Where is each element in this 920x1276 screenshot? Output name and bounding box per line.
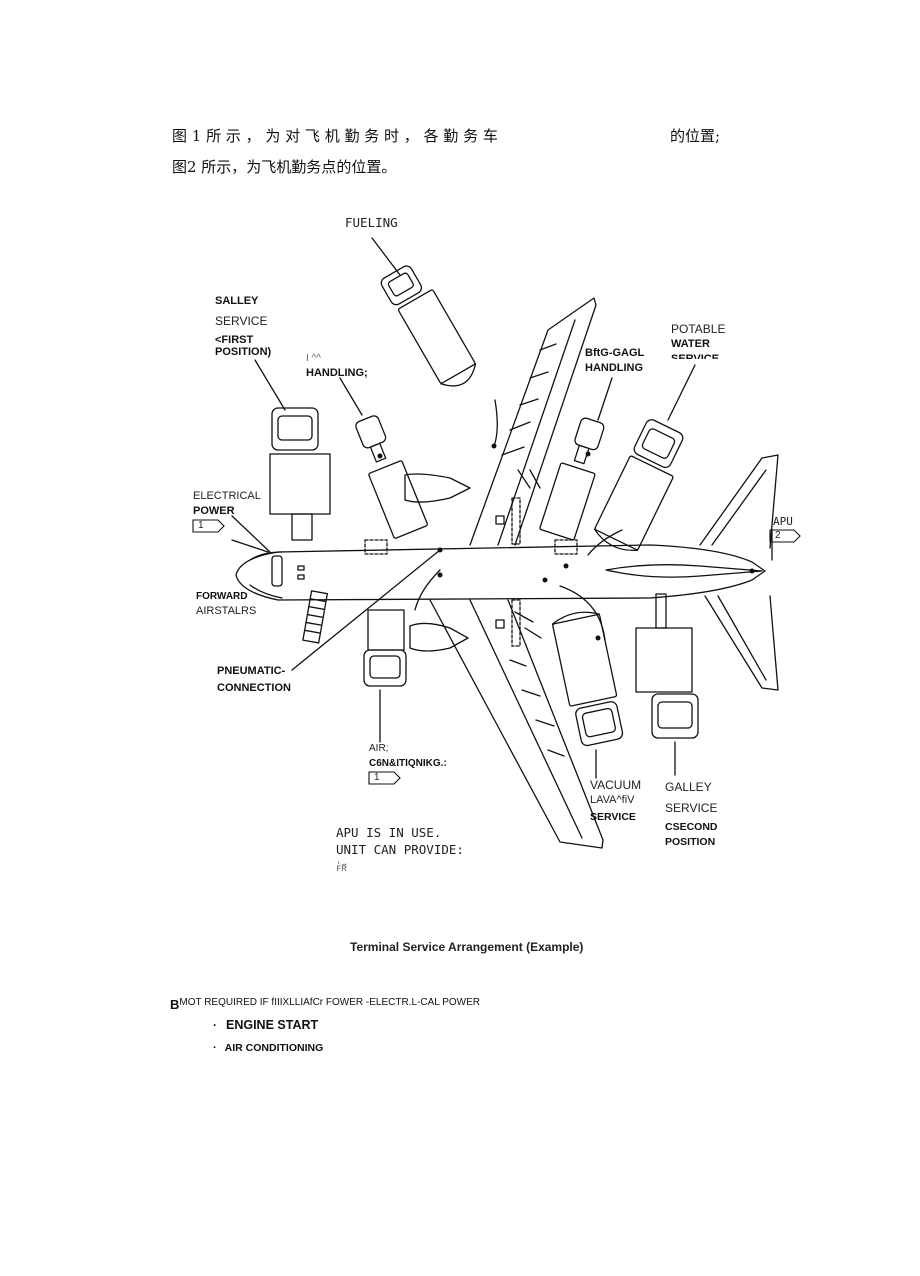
airstairs-line-1: FORWARD	[196, 591, 248, 602]
footnote-text: MOT REQUIRED IF fIIIXLLIAfCr FOWER -ELEC…	[179, 997, 480, 1008]
label-potable-water: POTABLE WATER SERVICE	[671, 322, 725, 359]
elec-line-1: ELECTRICAL	[193, 490, 261, 502]
vacuum-line-1: VACUUM	[590, 778, 642, 792]
label-electrical-power: ELECTRICAL POWER	[193, 489, 261, 519]
galley-second-truck	[635, 593, 699, 739]
footnote-marker: B	[170, 997, 180, 1012]
tail-lower	[704, 595, 779, 691]
forward-cargo-loader	[355, 415, 428, 539]
bullet-symbol: ·	[213, 1042, 217, 1054]
footnote: BMOT REQUIRED IF fIIIXLLIAfCr FOWER -ELE…	[170, 990, 480, 1012]
water-line-3: SERVICE	[671, 353, 720, 359]
service-points	[377, 443, 755, 641]
galley-first-line-3: <FIRST	[215, 334, 254, 346]
cargo-aft-line-2: HANDLING	[585, 362, 644, 374]
note-line-1: APU IS IN USE.	[336, 825, 442, 840]
leader-water	[667, 364, 696, 421]
label-cargo-forward: I ^^ HANDLING;	[306, 351, 368, 381]
leader-elec	[231, 515, 271, 553]
vacuum-lavatory-truck	[551, 611, 624, 747]
air-line-1: AIR;	[369, 743, 389, 754]
bullet-list: · ENGINE START · AIR CONDITIONING	[213, 1014, 323, 1055]
air-tag-shape	[368, 771, 401, 785]
upper-wing	[469, 297, 597, 546]
hose-fuel	[493, 399, 498, 447]
hose-water	[587, 529, 623, 556]
lower-wing	[429, 599, 604, 849]
potable-water-truck	[593, 419, 684, 551]
label-galley-first: SALLEY SERVICE <FIRST POSITION)	[215, 294, 271, 360]
label-air-conditioning: AIR; C6N&ITIQNIKG.:	[369, 741, 447, 771]
label-vacuum-lavatory: VACUUM LAVA^fiV SERVICE	[590, 778, 641, 825]
galley-second-line-3: CSECOND	[665, 821, 718, 833]
apu-tag-shape	[769, 529, 801, 543]
pneumatic-line-2: CONNECTION	[217, 682, 291, 694]
label-forward-airstairs: FORWARD AIRSTALRS	[196, 589, 256, 619]
air-conditioning-truck	[363, 609, 407, 687]
list-item: · ENGINE START	[213, 1014, 323, 1036]
leader-cargo-aft	[597, 377, 613, 421]
bullet-text: ENGINE START	[226, 1018, 319, 1032]
notes-fragment: FR	[336, 865, 347, 871]
note-line-3: '=	[336, 861, 347, 870]
hose-lav	[559, 585, 606, 641]
label-galley-second: GALLEY SERVICE CSECOND POSITION	[665, 780, 718, 850]
water-line-1: POTABLE	[671, 322, 726, 336]
hose-ac	[414, 569, 441, 611]
cargo-fwd-line-1: I ^^	[306, 353, 321, 364]
elec-arrow	[231, 539, 269, 553]
cockpit-windows	[249, 551, 283, 599]
intro-line-1b: 的位置;	[670, 127, 721, 145]
galley-first-line-4: POSITION)	[215, 346, 272, 358]
bullet-text: AIR CONDITIONING	[224, 1042, 324, 1054]
aft-cargo-loader	[539, 417, 605, 541]
upper-engine	[404, 473, 471, 503]
fueling-truck	[380, 265, 477, 387]
elec-line-2: POWER	[193, 505, 235, 517]
air-line-2: C6N&ITIQNIKG.:	[369, 758, 447, 769]
fuselage-outline	[235, 544, 766, 601]
label-fueling: FUELING	[345, 215, 398, 230]
electrical-tag-shape	[192, 519, 225, 533]
galley-first-line-2: SERVICE	[215, 314, 268, 328]
figure-caption: Terminal Service Arrangement (Example)	[350, 940, 584, 954]
galley-second-line-1: GALLEY	[665, 780, 712, 794]
galley-second-line-2: SERVICE	[665, 801, 718, 815]
leader-fueling	[371, 237, 401, 276]
notes-block: APU IS IN USE. UNIT CAN PROVIDE: '=	[336, 824, 464, 870]
bullet-symbol: ·	[213, 1018, 217, 1032]
cargo-fwd-line-2: HANDLING;	[306, 367, 368, 379]
lower-engine	[409, 622, 469, 652]
electrical-tag-number: 1	[198, 520, 204, 531]
intro-line-1a: 图 1 所 示 ， 为 对 飞 机 勤 务 时 ， 各 勤 务 车	[172, 127, 498, 145]
galley-first-line-1: SALLEY	[215, 295, 259, 307]
galley-second-line-4: POSITION	[665, 836, 716, 848]
note-line-2: UNIT CAN PROVIDE:	[336, 842, 464, 857]
water-line-2: WATER	[671, 338, 710, 350]
label-apu: APU	[773, 515, 793, 528]
label-pneumatic: PNEUMATIC- CONNECTION	[217, 664, 291, 696]
air-tag-number: 1	[374, 772, 380, 783]
cargo-aft-line-1: BftG-GAGL	[585, 347, 645, 359]
vacuum-line-3: SERVICE	[590, 811, 636, 823]
leader-cargo-fwd	[339, 377, 363, 416]
vacuum-line-2: LAVA^fiV	[590, 794, 635, 806]
intro-line-2: 图2 所示，为飞机勤务点的位置。	[172, 158, 397, 176]
forward-airstairs-vehicle	[302, 590, 329, 644]
vertical-tail	[605, 564, 763, 578]
galley-first-truck	[269, 407, 331, 541]
tail-upper	[699, 454, 779, 549]
pneumatic-line-1: PNEUMATIC-	[217, 665, 286, 677]
airstairs-line-2: AIRSTALRS	[196, 605, 257, 617]
label-cargo-aft: BftG-GAGL HANDLING	[585, 346, 644, 376]
list-item: · AIR CONDITIONING	[213, 1036, 323, 1055]
leader-pneumatic	[291, 549, 441, 671]
leader-galley-first	[254, 359, 286, 411]
apu-tag-number: 2	[775, 530, 781, 541]
